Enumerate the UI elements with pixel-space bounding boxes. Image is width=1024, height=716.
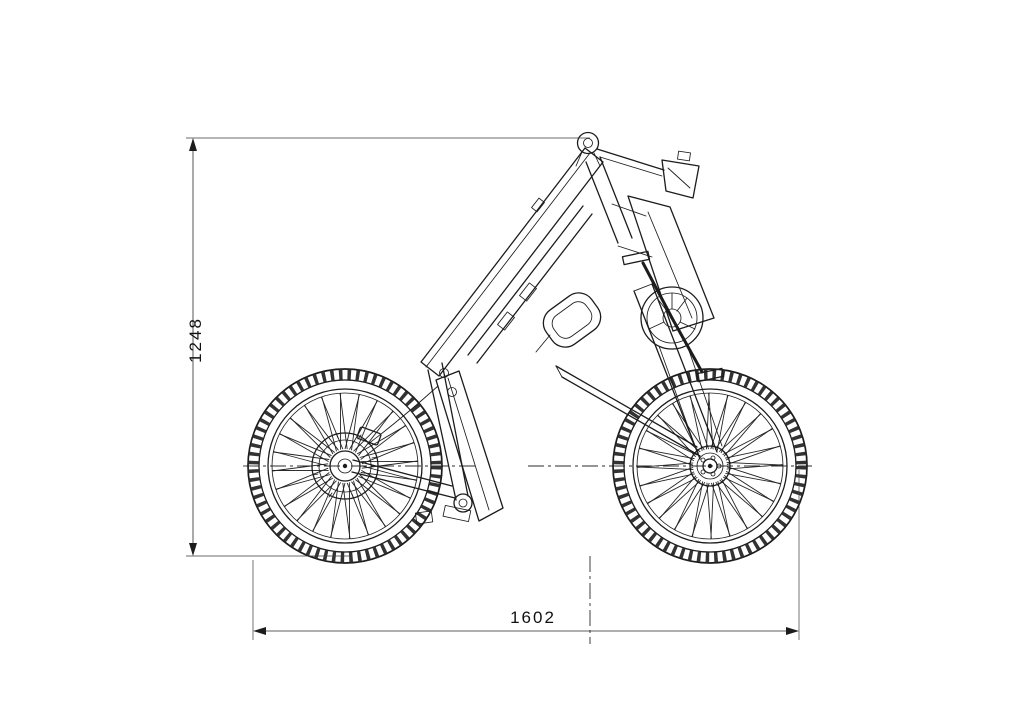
height-arrow-bottom xyxy=(189,543,197,556)
front-tire-outer xyxy=(612,368,808,564)
length-dim-label: 1602 xyxy=(510,608,556,627)
length-arrow-right xyxy=(786,627,799,635)
pedal-upper xyxy=(621,250,651,266)
lower-tube-top xyxy=(467,205,584,356)
main-beam xyxy=(420,147,604,377)
chainring-outer xyxy=(640,286,704,350)
lever-top xyxy=(596,148,665,171)
seat-handle xyxy=(535,292,602,353)
chainstay-lower xyxy=(351,471,456,499)
length-arrow-left xyxy=(253,627,266,635)
crank-arm-upper xyxy=(641,261,674,320)
handle-loop-inner xyxy=(551,301,593,339)
foot-block xyxy=(414,510,434,525)
front-sprocket-inner xyxy=(696,452,724,480)
frame xyxy=(351,147,701,525)
rear-rim-inner xyxy=(271,392,419,540)
fork xyxy=(633,283,718,460)
pulley-bracket-left xyxy=(575,151,583,167)
front-wheel xyxy=(612,368,808,564)
front-sprocket xyxy=(689,445,731,487)
flag-plate-line xyxy=(667,167,691,189)
tube-clamp-3 xyxy=(531,197,545,213)
rear-brake-disc-inner xyxy=(318,439,372,493)
front-hub xyxy=(702,458,718,474)
rear-axle xyxy=(342,463,348,469)
brake xyxy=(356,385,439,446)
rear-tire-outer xyxy=(247,368,443,564)
mast-panel xyxy=(627,195,715,332)
chainstay-upper xyxy=(352,459,453,487)
mast-cross-1 xyxy=(611,203,647,217)
flag-plate xyxy=(661,159,700,199)
brake-caliper xyxy=(356,426,382,446)
fork-blade-right xyxy=(651,283,718,453)
front-axle xyxy=(707,463,713,469)
hinge-bolt-2 xyxy=(447,387,457,397)
rear-wheel xyxy=(247,368,443,564)
bottom-bracket xyxy=(453,493,473,513)
rear-hub xyxy=(329,450,361,482)
hinge-bolt-1 xyxy=(439,368,449,378)
drivetrain xyxy=(621,250,725,447)
steering-assembly xyxy=(575,131,715,332)
front-rim-inner xyxy=(636,392,784,540)
chain-run-left xyxy=(658,345,696,447)
steering-pulley xyxy=(576,131,600,155)
tube-clamp-1 xyxy=(519,282,537,302)
front-rim-outer xyxy=(632,388,788,544)
brake-cable xyxy=(367,385,439,445)
height-arrow-top xyxy=(189,138,197,151)
stand-block xyxy=(442,504,472,522)
guard-panel-line xyxy=(447,377,490,511)
flag-tab xyxy=(677,150,691,162)
rear-hub-inner xyxy=(337,458,353,474)
bottom-bracket-inner xyxy=(458,498,468,508)
front-strut-top xyxy=(555,365,698,448)
steering-pulley-inner xyxy=(583,138,593,148)
height-dim-label: 1248 xyxy=(186,317,205,363)
head-tube-left xyxy=(585,161,619,244)
rear-tire-inner xyxy=(258,379,432,553)
chain-run-right xyxy=(685,341,723,447)
dimension-length: 1602 xyxy=(252,470,800,640)
front-tire-inner xyxy=(623,379,797,553)
mast-panel-line xyxy=(647,211,693,319)
head-tube-right xyxy=(599,156,633,239)
guard-panel xyxy=(435,370,504,522)
front-strut-bottom xyxy=(561,376,701,457)
pedal-lower xyxy=(695,367,725,383)
rear-tire-tread xyxy=(248,369,442,563)
front-strut-cap xyxy=(555,365,563,378)
handle-stem xyxy=(535,334,551,353)
down-member-left xyxy=(427,369,457,501)
lower-tube-bottom xyxy=(476,213,593,364)
rear-rim-outer xyxy=(267,388,423,544)
dimension-height: 1248 xyxy=(186,137,590,557)
fork-crown xyxy=(633,283,653,292)
pulley-bracket-right xyxy=(593,152,601,167)
chainring-spider xyxy=(648,292,696,330)
main-beam-inner-line xyxy=(425,152,591,368)
tube-clamp-2 xyxy=(497,311,515,331)
fork-blade-left xyxy=(633,290,701,460)
down-member-right xyxy=(441,362,469,497)
lever-bottom xyxy=(599,156,663,177)
handle-loop-outer xyxy=(542,292,602,348)
front-spokes-set2 xyxy=(636,392,784,540)
front-tire-tread xyxy=(613,369,807,563)
mast-cross-2 xyxy=(617,245,653,258)
